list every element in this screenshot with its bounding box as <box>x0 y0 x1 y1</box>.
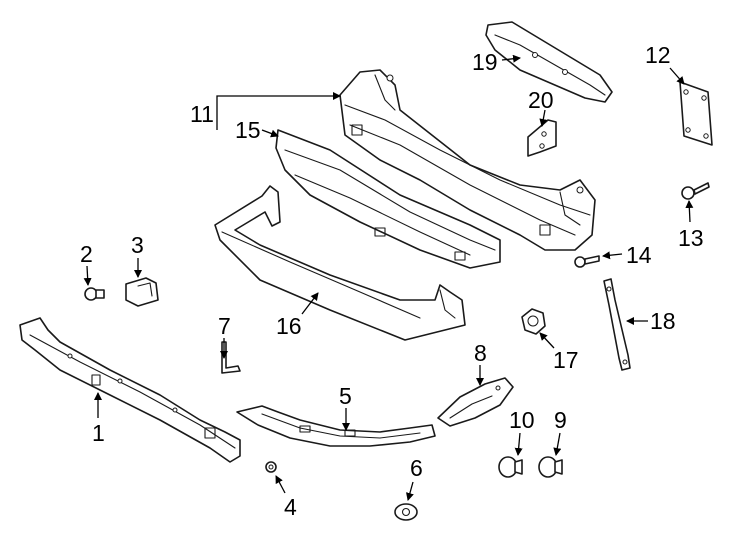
part-8-side-bracket <box>437 377 514 427</box>
callout-20: 20 <box>528 87 554 113</box>
leader-6 <box>406 481 414 501</box>
leader-4 <box>275 475 286 494</box>
callout-17: 17 <box>553 347 579 373</box>
callout-7: 7 <box>218 313 231 339</box>
part-4-small-nut <box>265 461 277 473</box>
callout-10: 10 <box>509 407 535 433</box>
part-16-lower-frame <box>214 185 466 341</box>
part-1-bumper-support <box>19 317 241 463</box>
leader-11 <box>216 92 341 130</box>
leader-10 <box>514 432 523 456</box>
part-12-plate <box>679 81 713 146</box>
leader-15 <box>261 129 279 138</box>
leader-lines <box>83 54 694 501</box>
callout-11: 11 <box>190 101 214 127</box>
leader-20 <box>539 109 548 127</box>
leader-12 <box>669 67 685 85</box>
callout-1: 1 <box>92 420 105 446</box>
callout-6: 6 <box>410 455 423 481</box>
callout-15: 15 <box>235 117 261 143</box>
leader-19 <box>501 54 521 63</box>
callout-19: 19 <box>472 49 498 75</box>
part-10-push-rivet <box>498 456 523 478</box>
callout-12: 12 <box>645 42 671 68</box>
part-11-reinforcement-beam <box>339 69 596 251</box>
callout-labels: 1 2 3 4 5 6 7 8 9 10 11 12 13 14 15 16 1… <box>80 42 704 520</box>
part-7-j-clip <box>221 341 241 374</box>
part-15-energy-absorber <box>275 129 501 269</box>
callout-14: 14 <box>626 242 652 268</box>
leader-9 <box>553 432 562 456</box>
part-17-nut <box>521 308 546 335</box>
part-2-bolt <box>84 287 105 301</box>
callout-8: 8 <box>474 340 487 366</box>
callout-16: 16 <box>276 313 302 339</box>
part-20-bracket <box>527 119 557 157</box>
part-13-bolt <box>681 182 710 200</box>
leader-16 <box>301 292 319 315</box>
part-14-bolt <box>574 255 600 268</box>
leader-14 <box>602 251 623 260</box>
part-9-push-rivet <box>538 456 563 478</box>
leader-2 <box>83 265 92 286</box>
callout-13: 13 <box>678 225 704 251</box>
part-6-push-pin <box>394 503 418 521</box>
leader-13 <box>685 200 694 223</box>
leader-17 <box>539 332 555 349</box>
callout-2: 2 <box>80 241 93 267</box>
part-19-upper-bracket <box>485 21 613 103</box>
part-3-clip-nut <box>125 277 159 307</box>
part-5-lower-bracket <box>236 405 436 447</box>
callout-5: 5 <box>339 383 352 409</box>
callout-9: 9 <box>554 407 567 433</box>
callout-3: 3 <box>131 232 144 258</box>
callout-18: 18 <box>650 308 676 334</box>
part-18-strap-bracket <box>603 278 631 371</box>
callout-4: 4 <box>284 494 297 520</box>
